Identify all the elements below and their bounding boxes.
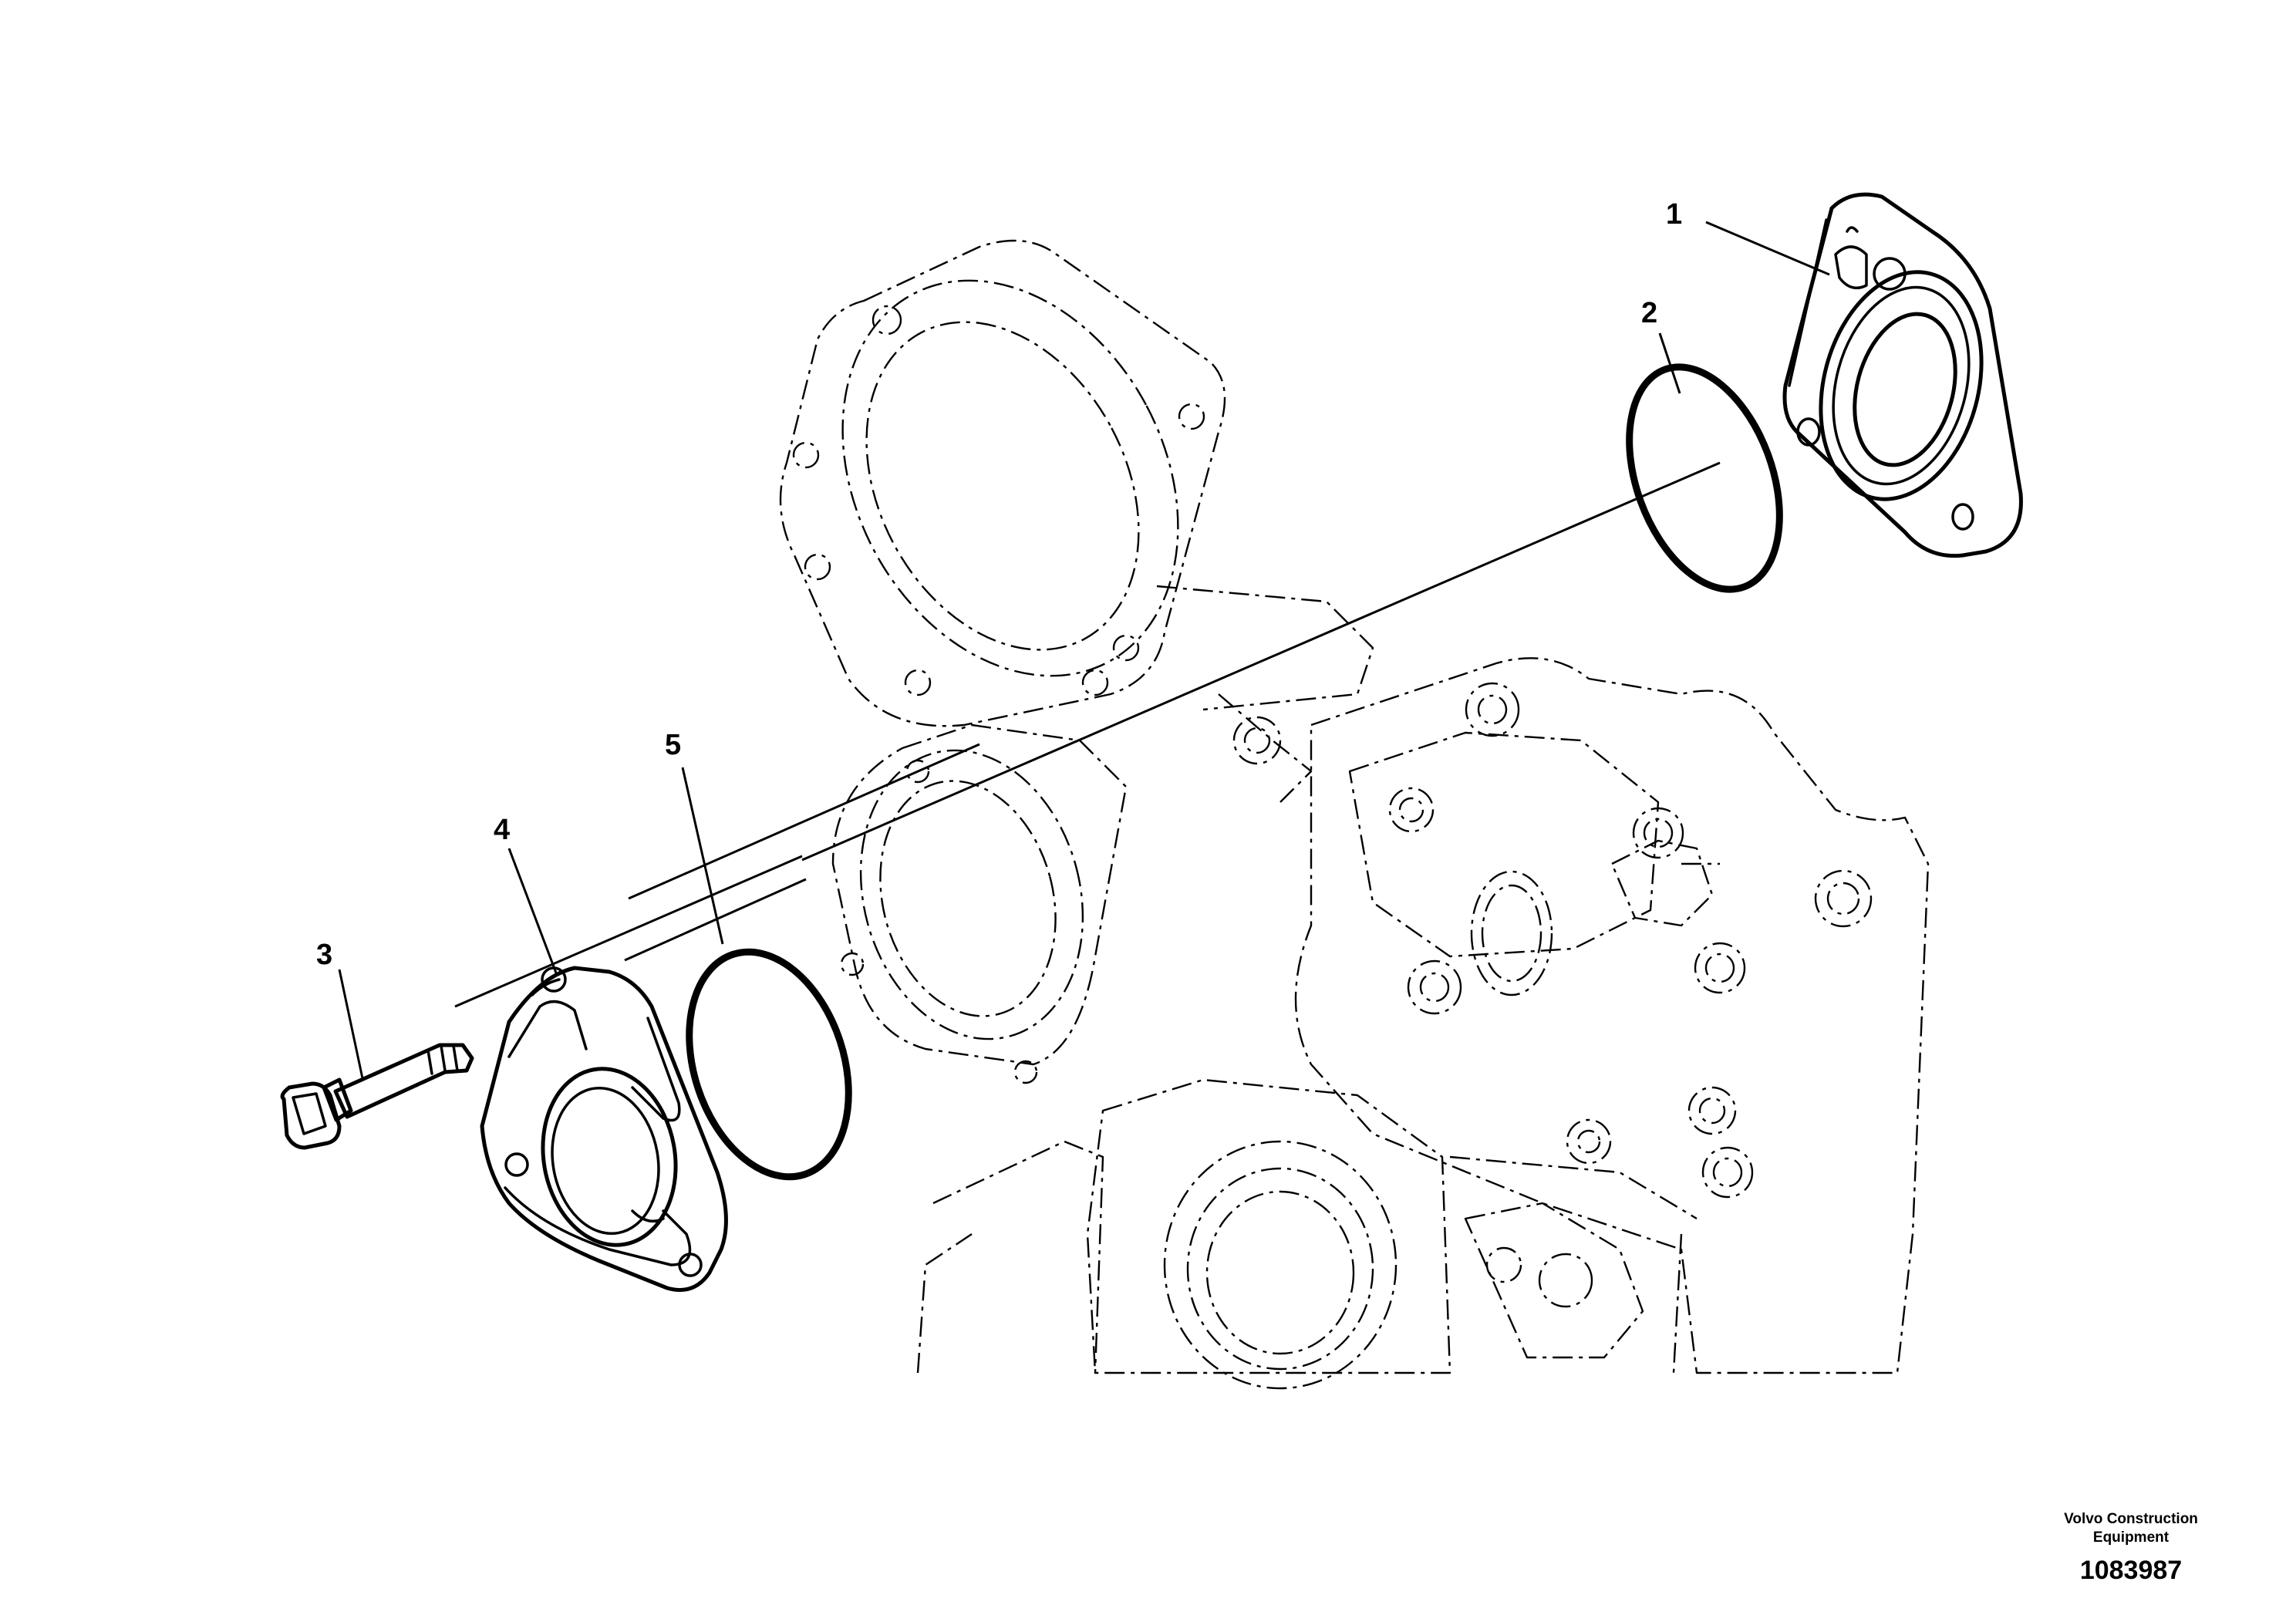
- part-4-cover-plate[interactable]: [480, 966, 728, 1292]
- part-3-flange-bolt[interactable]: [280, 1043, 474, 1150]
- callouts: 1 2 3 4 5: [316, 198, 1682, 971]
- engine-housing-phantom: [779, 239, 1930, 1390]
- callout-3[interactable]: 3: [316, 939, 332, 971]
- leader-2: [1658, 332, 1681, 394]
- callout-2[interactable]: 2: [1641, 297, 1657, 329]
- callout-4[interactable]: 4: [494, 814, 510, 846]
- figure-number: 1083987: [2079, 1556, 2183, 1585]
- leader-3: [338, 969, 364, 1079]
- leader-5: [681, 767, 724, 945]
- part-5-o-ring[interactable]: [662, 931, 875, 1197]
- manufacturer-line-2: Equipment: [2092, 1529, 2170, 1546]
- figure-footer: Volvo Construction Equipment 1083987: [2031, 1510, 2231, 1587]
- leader-1: [1705, 221, 1830, 276]
- callout-5[interactable]: 5: [665, 729, 681, 761]
- callout-1[interactable]: 1: [1666, 198, 1682, 231]
- assembly-axis-lines: [454, 461, 1721, 1008]
- leader-lines: [338, 221, 1830, 1079]
- manufacturer-line-1: Volvo Construction: [2064, 1511, 2198, 1527]
- leader-4: [507, 848, 558, 976]
- part-2-o-ring[interactable]: [1601, 346, 1808, 610]
- part-1-cover-plate[interactable]: [1782, 192, 2023, 558]
